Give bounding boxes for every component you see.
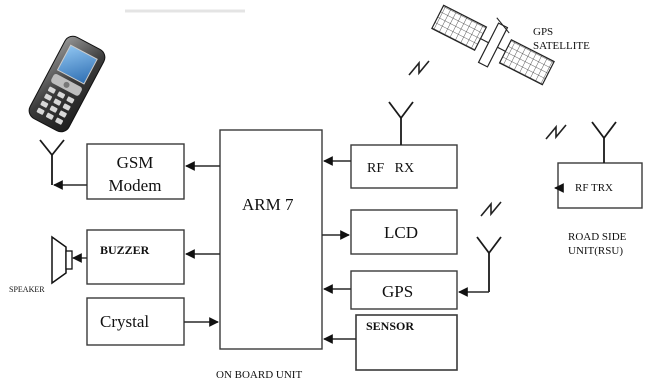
gsm-modem-label: GSM xyxy=(117,153,154,172)
rf-trx-block xyxy=(557,162,643,209)
gsm-modem-block xyxy=(86,143,185,200)
wireless-signal-icon xyxy=(408,60,430,76)
antenna-icon xyxy=(476,236,502,292)
sensor-block xyxy=(355,314,458,371)
speaker-label: SPEAKER xyxy=(9,285,45,294)
speaker-icon xyxy=(51,235,73,285)
buzzer-label: BUZZER xyxy=(100,243,150,257)
gps-label: GPS xyxy=(382,282,413,301)
rf-rx-block xyxy=(350,144,458,189)
crystal-block xyxy=(86,297,185,346)
rsu-label-line2: UNIT(RSU) xyxy=(568,245,623,257)
gps-satellite-label-line2: SATELLITE xyxy=(533,40,590,52)
gps-block xyxy=(350,270,458,310)
arm7-microcontroller-block xyxy=(219,129,323,350)
lcd-label: LCD xyxy=(384,223,418,242)
on-board-unit-label: ON BOARD UNIT xyxy=(216,369,302,380)
antenna-icon xyxy=(39,139,65,185)
gps-satellite-label: GPS xyxy=(533,26,553,38)
crystal-label: Crystal xyxy=(100,312,149,331)
wireless-signal-icon xyxy=(545,124,567,140)
sensor-label: SENSOR xyxy=(366,319,414,333)
wireless-signal-icon xyxy=(480,201,502,217)
mobile-phone-icon xyxy=(28,35,106,133)
gsm-modem-label-line2: Modem xyxy=(109,176,162,195)
antenna-icon xyxy=(388,101,414,145)
rf-trx-label: RF TRX xyxy=(575,182,613,194)
rsu-label: ROAD SIDE xyxy=(568,231,627,243)
buzzer-block xyxy=(86,229,185,285)
lcd-block xyxy=(350,209,458,255)
satellite-icon xyxy=(431,4,555,86)
rf-rx-label: RF RX xyxy=(367,161,414,176)
arm7-label: ARM 7 xyxy=(242,195,294,214)
antenna-icon xyxy=(591,121,617,163)
